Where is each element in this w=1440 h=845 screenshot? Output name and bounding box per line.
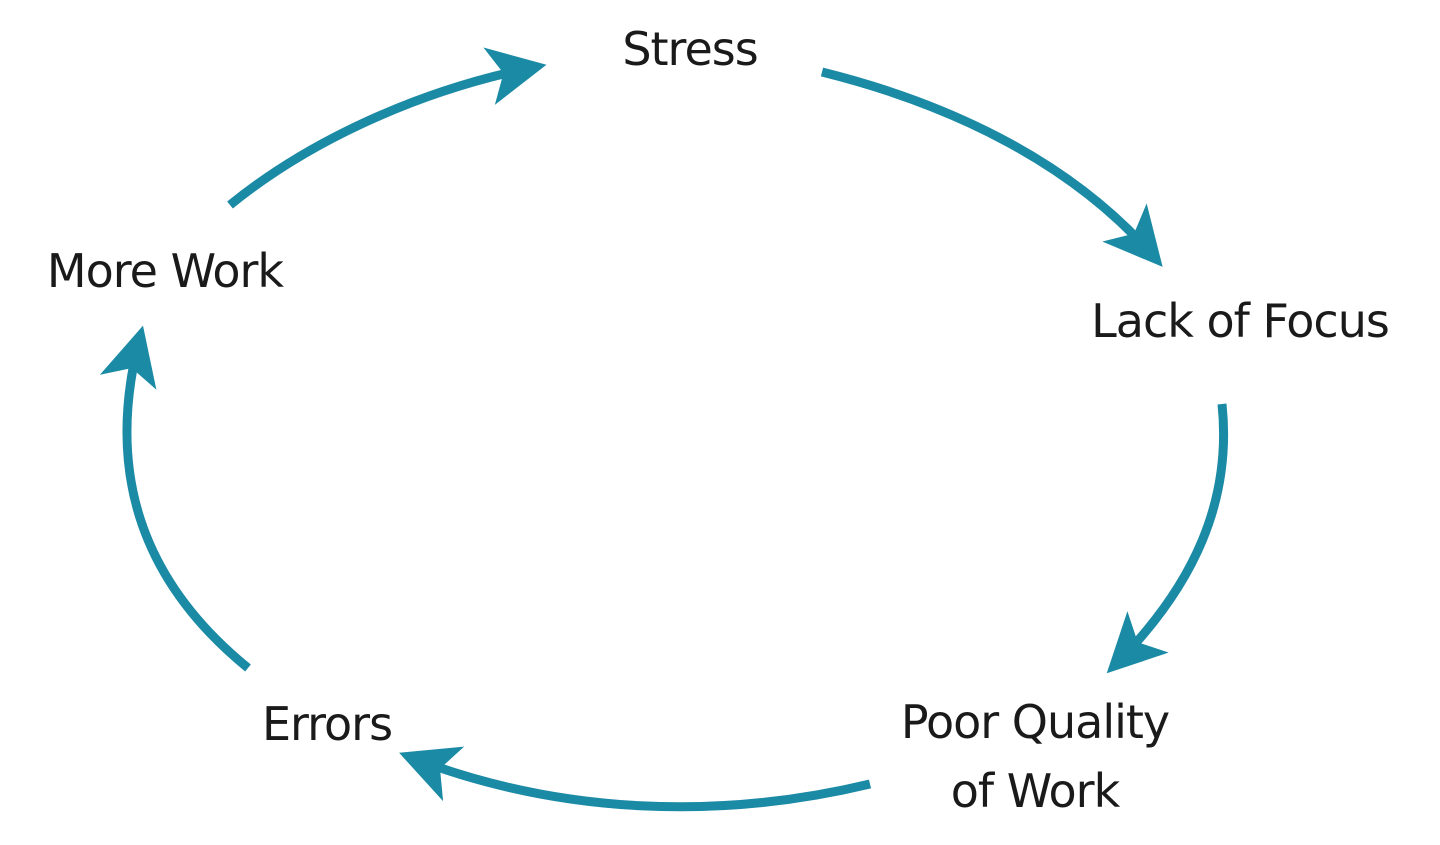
arrow-errors-to-more-work: [99, 325, 251, 672]
arrow-lack-of-focus-to-poor-quality: [1106, 403, 1229, 674]
arrow-more-work-to-stress: [227, 47, 547, 209]
node-lack-of-focus: Lack of Focus: [1091, 294, 1389, 348]
arrow-stress-to-lack-of-focus: [820, 67, 1163, 267]
node-poor-quality-line2: of Work: [951, 764, 1121, 818]
node-stress: Stress: [622, 22, 757, 76]
node-errors: Errors: [262, 697, 392, 751]
node-more-work: More Work: [47, 244, 285, 298]
arrow-poor-quality-to-errors: [399, 746, 872, 812]
node-poor-quality-line1: Poor Quality: [901, 695, 1169, 749]
